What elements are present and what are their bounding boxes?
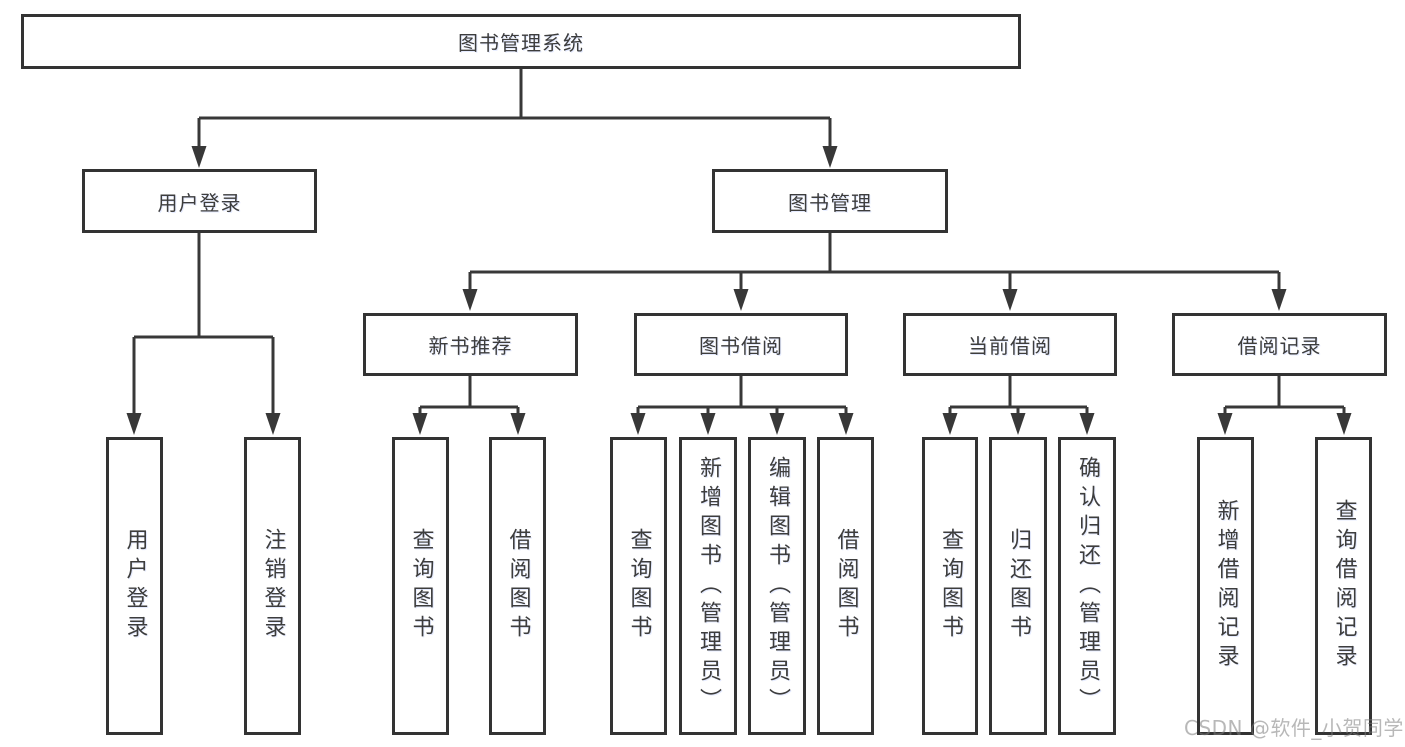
node-current-borrowing: 当前借阅 [903, 313, 1117, 376]
node-book-borrowing: 图书借阅 [634, 313, 848, 376]
node-label: 确认归还（管理员） [1075, 455, 1100, 717]
node-book-management: 图书管理 [712, 169, 948, 233]
leaf-edit-book-admin: 编辑图书（管理员） [748, 437, 806, 735]
leaf-add-borrow-record: 新增借阅记录 [1197, 437, 1254, 735]
connector-book-borrow-children [630, 376, 854, 435]
node-label: 借阅图书 [833, 528, 859, 644]
node-label: 查询图书 [938, 528, 963, 644]
leaf-user-login: 用户登录 [106, 437, 163, 735]
node-label: 图书管理系统 [458, 31, 584, 55]
node-label: 新增图书（管理员） [696, 455, 721, 717]
node-label: 借阅记录 [1237, 334, 1322, 358]
connector-user-login-children [126, 233, 281, 435]
leaf-return-books: 归还图书 [989, 437, 1047, 735]
leaf-query-books-borrow: 查询图书 [610, 437, 667, 735]
connector-borrow-record-children [1217, 376, 1352, 435]
leaf-logout: 注销登录 [244, 437, 301, 735]
node-label: 编辑图书（管理员） [765, 455, 790, 717]
node-label: 用户登录 [122, 528, 148, 644]
leaf-query-borrow-record: 查询借阅记录 [1315, 437, 1372, 735]
leaf-query-books-current: 查询图书 [922, 437, 978, 735]
leaf-query-books-recommend: 查询图书 [392, 437, 449, 735]
leaf-borrow-books: 借阅图书 [817, 437, 874, 735]
node-label: 图书借阅 [699, 334, 783, 358]
node-library-system: 图书管理系统 [21, 14, 1021, 69]
node-label: 图书管理 [788, 190, 872, 215]
node-label: 归还图书 [1006, 528, 1031, 644]
connector-book-management-children [462, 233, 1287, 311]
connector-root-to-level2 [191, 69, 838, 168]
node-label: 查询图书 [408, 528, 434, 644]
node-new-book-recommend: 新书推荐 [363, 313, 578, 376]
node-label: 查询借阅记录 [1331, 499, 1357, 673]
leaf-borrow-books-recommend: 借阅图书 [489, 437, 546, 735]
node-label: 借阅图书 [505, 528, 531, 644]
node-label: 用户登录 [157, 190, 242, 215]
connector-current-borrow-children [942, 376, 1095, 435]
connector-new-book-children [412, 376, 526, 435]
node-user-login: 用户登录 [82, 169, 317, 233]
node-label: 新增借阅记录 [1213, 499, 1239, 673]
node-label: 注销登录 [260, 528, 286, 644]
leaf-confirm-return-admin: 确认归还（管理员） [1058, 437, 1116, 735]
node-borrowing-records: 借阅记录 [1172, 313, 1387, 376]
node-label: 新书推荐 [428, 334, 513, 358]
leaf-add-book-admin: 新增图书（管理员） [679, 437, 737, 735]
node-label: 当前借阅 [968, 334, 1052, 358]
node-label: 查询图书 [626, 528, 652, 644]
csdn-watermark: CSDN @软件_小贺同学 [1184, 716, 1404, 740]
